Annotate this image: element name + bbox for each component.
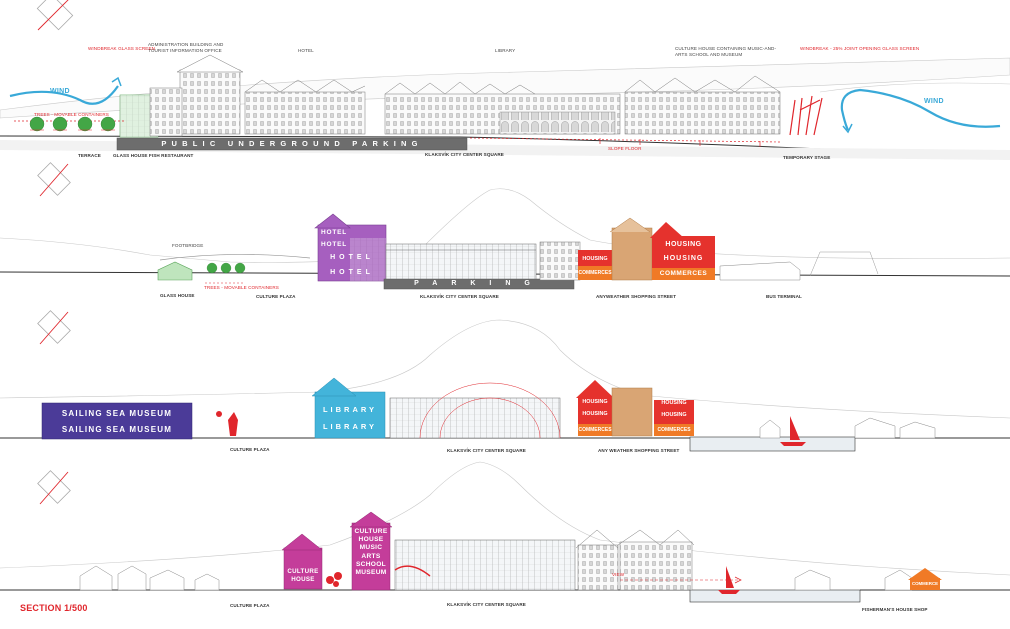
north-arrow-icon xyxy=(37,470,71,505)
housing-left-1: HOUSING xyxy=(582,399,608,405)
section-4 xyxy=(0,461,1010,603)
hotel-band-3: HOTEL xyxy=(330,254,374,261)
commerce-large: COMMERCES xyxy=(659,270,708,277)
section-2 xyxy=(0,162,1010,290)
north-arrow-icon xyxy=(37,310,71,345)
hotel-band-1: HOTEL xyxy=(320,229,348,236)
section-scale-title: SECTION 1/500 xyxy=(20,603,88,613)
terrace-label: Terrace xyxy=(78,153,101,158)
housing-large-1: HOUSING xyxy=(665,241,702,248)
section-1 xyxy=(0,0,1010,160)
housing-large-2: HOUSING xyxy=(663,255,704,262)
commerce-left: COMMERCES xyxy=(578,427,612,433)
library-band-2: LIBRARY xyxy=(322,422,378,431)
trees-containers-label: Trees - movable containers xyxy=(34,112,109,117)
square-label-2: Klaksvík city center square xyxy=(420,294,499,299)
museum-band-1: SAILING SEA MUSEUM xyxy=(61,409,173,418)
culture-plaza-label-2: Culture plaza xyxy=(256,294,296,299)
parking-label: PARKING xyxy=(414,280,544,287)
trees-containers-label-2: Trees - movable containers xyxy=(204,285,279,290)
housing-left-2: HOUSING xyxy=(582,411,608,417)
commerce-right: COMMERCES xyxy=(657,427,691,433)
north-arrow-icon xyxy=(36,0,74,31)
commerce-small-label: COMMERCES xyxy=(578,270,612,276)
section-3 xyxy=(0,310,1010,452)
shopping-street-label-3: Any weather shopping street xyxy=(598,448,680,453)
housing-small-label: HOUSING xyxy=(582,256,608,262)
glass-house-label: Glass house xyxy=(160,293,195,298)
admin-building-label: Administration building and tourist info… xyxy=(148,42,224,53)
fish-shop-commerce-label: COMMERCE xyxy=(911,581,939,586)
housing-right-1: HOUSING xyxy=(661,400,687,406)
wind-label-right: WIND xyxy=(924,98,944,105)
square-label-4: Klaksvík city center square xyxy=(447,602,526,607)
windbreak-right-label: Windbreak - 25% joint opening glass scre… xyxy=(800,46,920,51)
north-arrow-icon xyxy=(37,162,71,197)
fisherman-shop-label: Fisherman's house shop xyxy=(862,607,928,612)
hotel-label: Hotel xyxy=(298,48,314,53)
fish-restaurant-label: Glass house fish restaurant xyxy=(113,153,194,158)
windbreak-left-label: Windbreak glass screen xyxy=(88,46,156,51)
culture-house-small-label: CULTURE HOUSE xyxy=(287,568,319,583)
culture-plaza-label-3: Culture plaza xyxy=(230,447,270,452)
wind-label-left: WIND xyxy=(50,88,70,95)
culture-tower-label: CULTURE HOUSE MUSIC ARTS SCHOOL MUSEUM xyxy=(354,528,388,577)
shopping-street-label-2: Anyweather shopping street xyxy=(596,294,677,299)
temporary-stage-label: Temporary stage xyxy=(783,155,831,160)
hotel-band-4: HOTEL xyxy=(330,269,374,276)
view-label: VIEW xyxy=(612,572,625,577)
slope-floor-label: Slope floor xyxy=(608,146,642,151)
hotel-band-2: HOTEL xyxy=(320,241,348,248)
culture-house-label: Culture house containing music-and-arts … xyxy=(675,46,777,57)
museum-band-2: SAILING SEA MUSEUM xyxy=(61,425,173,434)
footbridge-label: Footbridge xyxy=(172,243,204,248)
square-label-3: Klaksvík city center square xyxy=(447,448,526,453)
square-label-1: Klaksvík city center square xyxy=(425,152,504,157)
library-label: Library xyxy=(495,48,516,53)
library-band-1: LIBRARY xyxy=(322,405,378,414)
bus-terminal-label: Bus terminal xyxy=(766,294,802,299)
public-underground-parking-label: PUBLIC UNDERGROUND PARKING xyxy=(161,139,423,148)
housing-right-2: HOUSING xyxy=(661,412,687,418)
culture-plaza-label-4: Culture plaza xyxy=(230,603,270,608)
